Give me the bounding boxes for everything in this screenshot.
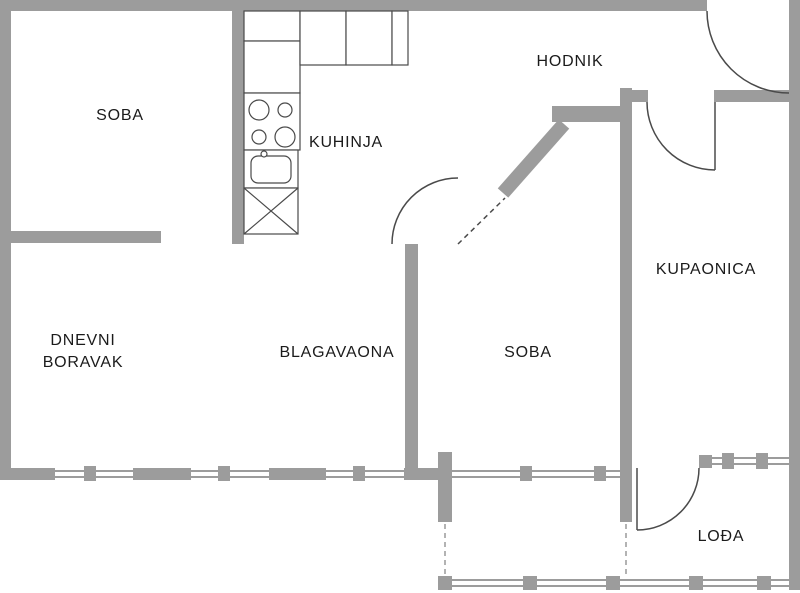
terrace-dashed-outline <box>444 524 627 576</box>
room-label-hodnik: HODNIK <box>536 53 604 70</box>
room-door-leaf <box>457 197 506 245</box>
cabinet-icon <box>345 10 393 66</box>
faucet-icon <box>260 150 268 158</box>
burner-icon <box>277 102 293 118</box>
doors <box>391 10 790 531</box>
room-label-dnevni-boravak: DNEVNI BORAVAK <box>43 330 124 374</box>
burner-icon <box>251 129 267 145</box>
room-door-arc <box>391 177 459 245</box>
counter-top <box>243 10 301 42</box>
sink-basin-icon <box>250 155 292 184</box>
diagonal-wall <box>497 119 570 198</box>
washing-machine-cross <box>243 187 299 235</box>
cabinet-icon <box>391 10 409 66</box>
burner-icon <box>248 99 270 121</box>
room-label-soba-1: SOBA <box>96 107 144 124</box>
room-label-kuhinja: KUHINJA <box>308 134 384 151</box>
bathroom-door-arc <box>646 101 716 171</box>
kitchen-fixtures <box>243 10 409 235</box>
room-label-soba-2: SOBA <box>504 344 552 361</box>
counter-low <box>243 40 301 94</box>
room-label-kupaonica: KUPAONICA <box>655 261 757 278</box>
room-label-blagavaona: BLAGAVAONA <box>279 344 395 361</box>
room-label-line: DNEVNI <box>50 332 116 349</box>
window-mullions <box>84 453 768 481</box>
burner-icon <box>274 126 296 148</box>
room-label-lodja: LOĐA <box>697 528 745 545</box>
cabinet-icon <box>299 10 347 66</box>
loggia-door-arc <box>636 467 700 531</box>
room-label-line: BORAVAK <box>42 354 124 371</box>
entrance-door-arc <box>706 10 790 94</box>
